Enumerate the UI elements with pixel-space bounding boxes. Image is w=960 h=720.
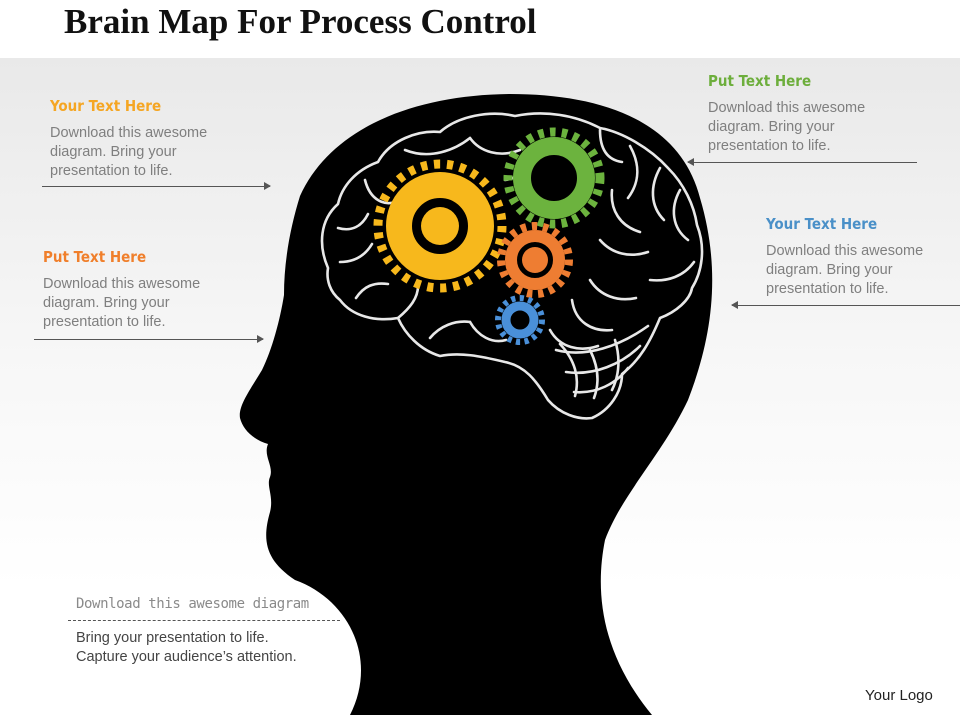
gear-yellow-rim: [386, 172, 494, 280]
gear-orange-hub: [522, 247, 548, 273]
gear-orange-icon: [497, 222, 573, 298]
bottom-box-body: Bring your presentation to life. Capture…: [68, 621, 340, 667]
callout-heading: Put Text Here: [43, 248, 147, 266]
callout-body: Download this awesome diagram. Bring you…: [708, 99, 865, 156]
callout-body: Download this awesome diagram. Bring you…: [50, 124, 207, 181]
callout-body-line: Download this awesome: [766, 243, 924, 259]
gear-green-rim: [513, 137, 595, 219]
callout-body-line: diagram. Bring your: [43, 295, 170, 311]
gear-blue-teeth: [495, 295, 545, 345]
callout-body: Download this awesome diagram. Bring you…: [43, 275, 200, 332]
callout-body-line: diagram. Bring your: [708, 119, 835, 135]
callout-body-line: Download this awesome: [708, 100, 866, 116]
callout-body-line: presentation to life.: [43, 314, 166, 330]
arrow-right-icon: [42, 182, 271, 190]
callout-body-line: presentation to life.: [766, 281, 889, 297]
arrow-right-icon: [34, 335, 264, 343]
bottom-text-box: Download this awesome diagram Bring your…: [68, 596, 340, 667]
bottom-box-heading: Download this awesome diagram: [68, 596, 340, 621]
gear-blue-icon: [495, 295, 545, 345]
callout-mid-right: Your Text Here Download this awesome dia…: [766, 215, 923, 299]
gear-yellow-teeth: [373, 159, 507, 293]
callout-body-line: Download this awesome: [50, 125, 208, 141]
logo-text: Your Logo: [865, 687, 933, 704]
brain-outline: [320, 112, 704, 420]
callout-mid-left: Put Text Here Download this awesome diag…: [43, 248, 200, 332]
gear-orange-teeth: [497, 222, 573, 298]
arrow-left-icon: [731, 301, 960, 309]
callout-body-line: diagram. Bring your: [766, 262, 893, 278]
bottom-box-line: Bring your presentation to life.: [76, 630, 269, 646]
callout-heading: Your Text Here: [50, 97, 162, 115]
gear-yellow-hub: [421, 207, 459, 245]
callout-heading: Put Text Here: [708, 72, 812, 90]
gear-green-icon: [503, 127, 605, 229]
arrow-left-icon: [687, 158, 917, 166]
callout-body-line: diagram. Bring your: [50, 144, 177, 160]
gear-orange-rim: [505, 230, 565, 290]
page-title: Brain Map For Process Control: [64, 2, 537, 41]
gear-blue-rim: [501, 301, 539, 339]
callout-body-line: presentation to life.: [708, 138, 831, 154]
bottom-box-line: Capture your audience’s attention.: [76, 649, 297, 665]
callout-body-line: presentation to life.: [50, 163, 173, 179]
head-silhouette: [239, 94, 713, 715]
callout-heading: Your Text Here: [766, 215, 878, 233]
callout-body: Download this awesome diagram. Bring you…: [766, 242, 923, 299]
callout-top-right: Put Text Here Download this awesome diag…: [708, 72, 865, 156]
gear-green-teeth: [503, 127, 605, 229]
callout-top-left: Your Text Here Download this awesome dia…: [50, 97, 207, 181]
gear-yellow-icon: [373, 159, 507, 293]
callout-body-line: Download this awesome: [43, 276, 201, 292]
